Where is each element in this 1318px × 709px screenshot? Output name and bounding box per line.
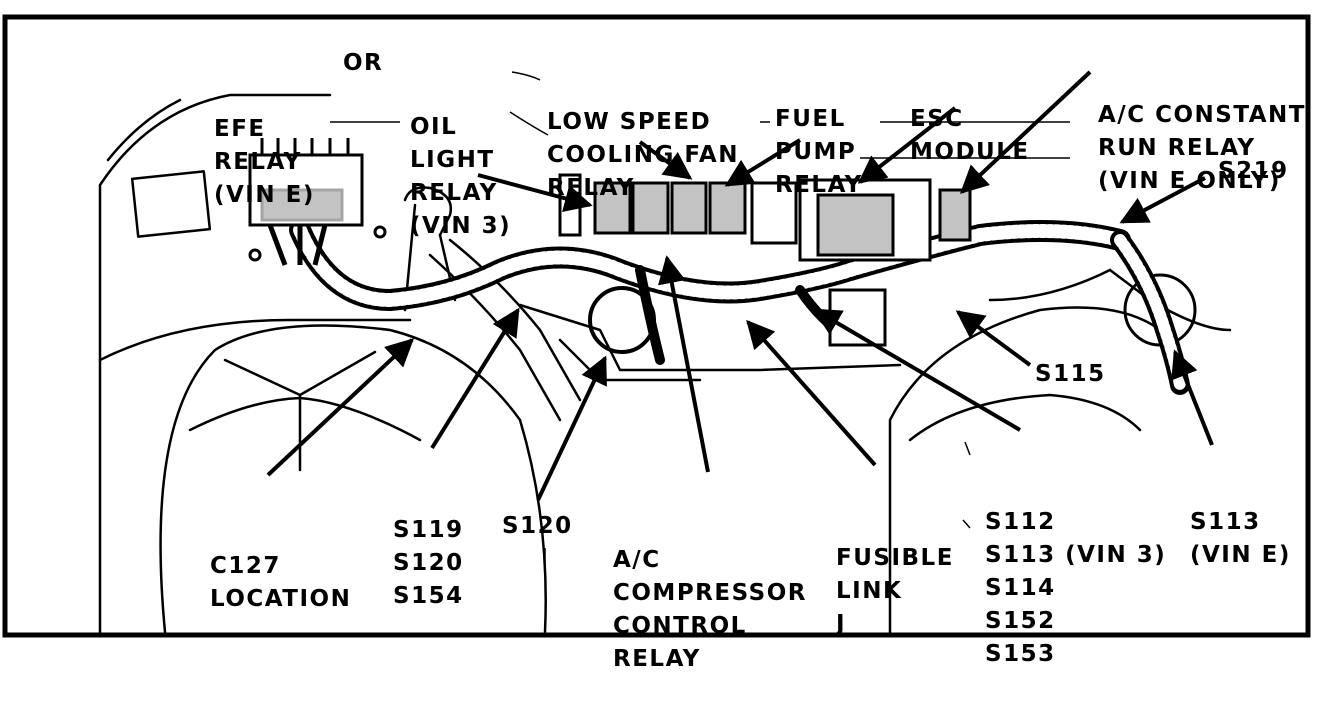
label-s219: S219	[1218, 158, 1289, 184]
arrow-esc-module	[857, 106, 957, 184]
diagram-frame	[2, 14, 1311, 638]
arrow-s113-vin-e	[1171, 349, 1214, 446]
arrow-ac-constant-run-relay	[959, 70, 1092, 194]
label-s120: S120	[502, 513, 573, 539]
efe-relay-connector	[248, 138, 387, 266]
arrow-fusible-link	[746, 319, 877, 467]
engine-compartment-illustration	[2, 14, 1311, 638]
arrow-low-speed-fan-relay	[638, 140, 693, 180]
arrow-c127-location	[266, 338, 415, 477]
arrow-s119-group	[430, 307, 520, 450]
guide-lines	[330, 71, 1070, 565]
arrow-s115	[955, 310, 1032, 367]
arrow-ac-compressor-relay	[657, 255, 710, 473]
arrow-s120	[536, 355, 607, 501]
arrow-oil-light-relay	[477, 173, 593, 213]
label-s115: S115	[1035, 361, 1106, 387]
label-s113-vin-e: S113(VIN E)	[1190, 509, 1291, 568]
leader-lines	[266, 70, 1214, 501]
diagram-border	[2, 14, 1311, 638]
arrow-fuel-pump-relay	[724, 138, 802, 187]
label-or: OR	[343, 50, 384, 76]
arrow-splices-right	[812, 308, 1022, 432]
arrow-s219	[1119, 176, 1206, 224]
